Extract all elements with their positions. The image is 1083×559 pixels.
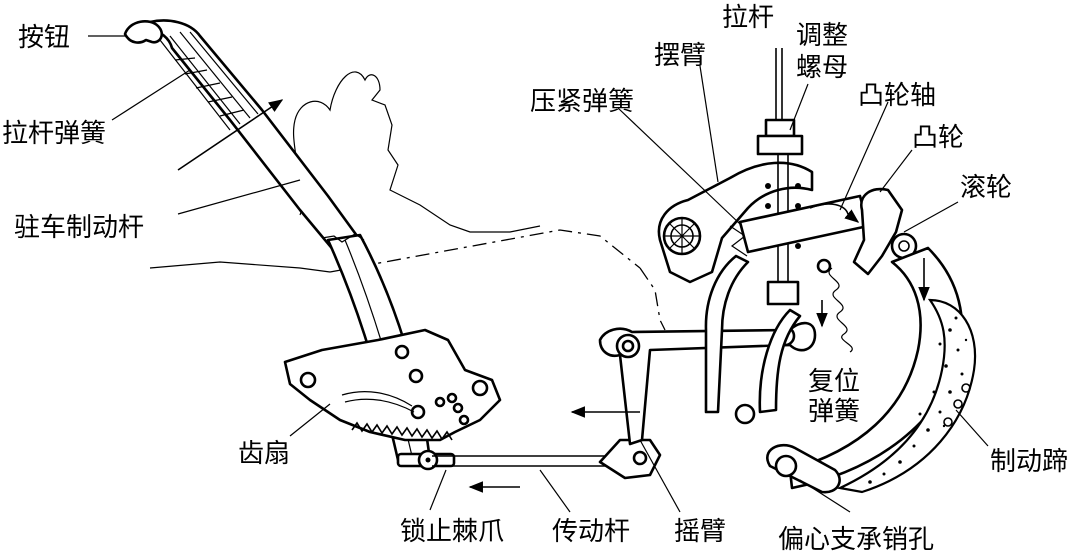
leader-lines xyxy=(88,35,989,513)
vehicle-contour xyxy=(149,71,666,331)
label-parking-lever: 驻车制动杆 xyxy=(14,213,144,243)
cam xyxy=(852,187,904,276)
transmission-rod xyxy=(432,438,662,493)
label-adjust-nut-2: 螺母 xyxy=(796,53,848,83)
return-spring xyxy=(816,258,853,353)
label-cam-shaft: 凸轮轴 xyxy=(858,81,936,111)
eccentric-pin xyxy=(766,443,841,494)
brake-shoe xyxy=(788,246,977,494)
label-return-spring-1: 复位 xyxy=(808,367,860,397)
label-sector: 齿扇 xyxy=(238,439,290,469)
label-swing-arm: 摆臂 xyxy=(654,41,706,71)
label-transmission-rod: 传动杆 xyxy=(552,517,630,547)
label-brake-shoe: 制动蹄 xyxy=(990,447,1068,477)
brake-assembly xyxy=(657,48,977,494)
button-knob xyxy=(123,20,164,44)
label-rocker-arm: 摇臂 xyxy=(674,517,726,547)
label-return-spring-2: 弹簧 xyxy=(808,397,860,427)
label-adjust-nut-1: 调整 xyxy=(796,21,848,51)
toothed-sector xyxy=(283,328,502,442)
rod-spring xyxy=(159,31,259,131)
label-button: 按钮 xyxy=(18,23,70,53)
label-pull-rod: 拉杆 xyxy=(722,3,774,33)
locking-pawl xyxy=(396,449,456,471)
label-cam: 凸轮 xyxy=(912,123,964,153)
label-roller: 滚轮 xyxy=(960,173,1012,203)
label-rod-spring: 拉杆弹簧 xyxy=(2,119,106,149)
label-pawl: 锁止棘爪 xyxy=(400,517,504,547)
cam-shaft xyxy=(738,194,870,254)
label-compression-spring: 压紧弹簧 xyxy=(530,87,634,117)
label-eccentric-pin-hole: 偏心支承销孔 xyxy=(778,525,934,555)
